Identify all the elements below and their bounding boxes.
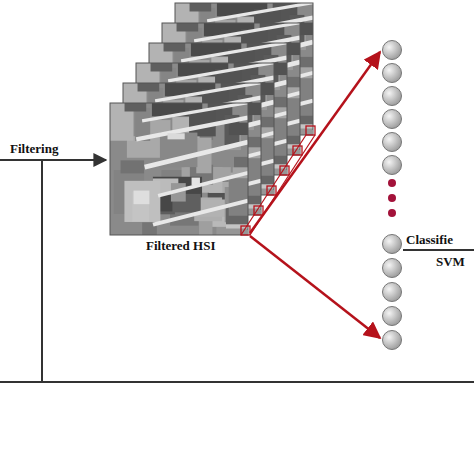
process-label: Filtering <box>10 142 58 155</box>
feature-circle <box>383 41 402 60</box>
wire <box>0 381 474 383</box>
feature-circle <box>383 307 402 326</box>
feature-circle <box>383 110 402 129</box>
feature-circle <box>383 133 402 152</box>
caption-text: Filtered HSI <box>146 238 218 254</box>
filter-arrow <box>0 159 106 161</box>
feature-circle <box>383 64 402 83</box>
hsi-band <box>110 103 248 235</box>
wire <box>403 249 474 251</box>
feature-circle <box>383 156 402 175</box>
image-stack <box>105 0 340 258</box>
feature-circle <box>383 235 402 254</box>
feature-circle <box>383 259 402 278</box>
pixel-column <box>241 52 380 338</box>
pixel-cell <box>306 126 315 135</box>
ellipsis-dot <box>388 179 396 187</box>
feature-vector <box>383 41 402 350</box>
ellipsis-dot <box>388 194 396 202</box>
classifier-label: SVM <box>436 255 465 268</box>
ellipsis-dot <box>388 209 396 217</box>
image-stack-node: Filtered HSI <box>146 238 218 254</box>
feature-circle <box>383 331 402 350</box>
band-border <box>110 103 248 235</box>
feature-circle <box>383 283 402 302</box>
classifier-label: Classifie <box>406 233 453 246</box>
feature-circle <box>383 87 402 106</box>
wire <box>41 160 43 382</box>
projection-arrow <box>250 52 380 233</box>
wire <box>0 160 474 382</box>
projection-arrow <box>250 236 380 338</box>
